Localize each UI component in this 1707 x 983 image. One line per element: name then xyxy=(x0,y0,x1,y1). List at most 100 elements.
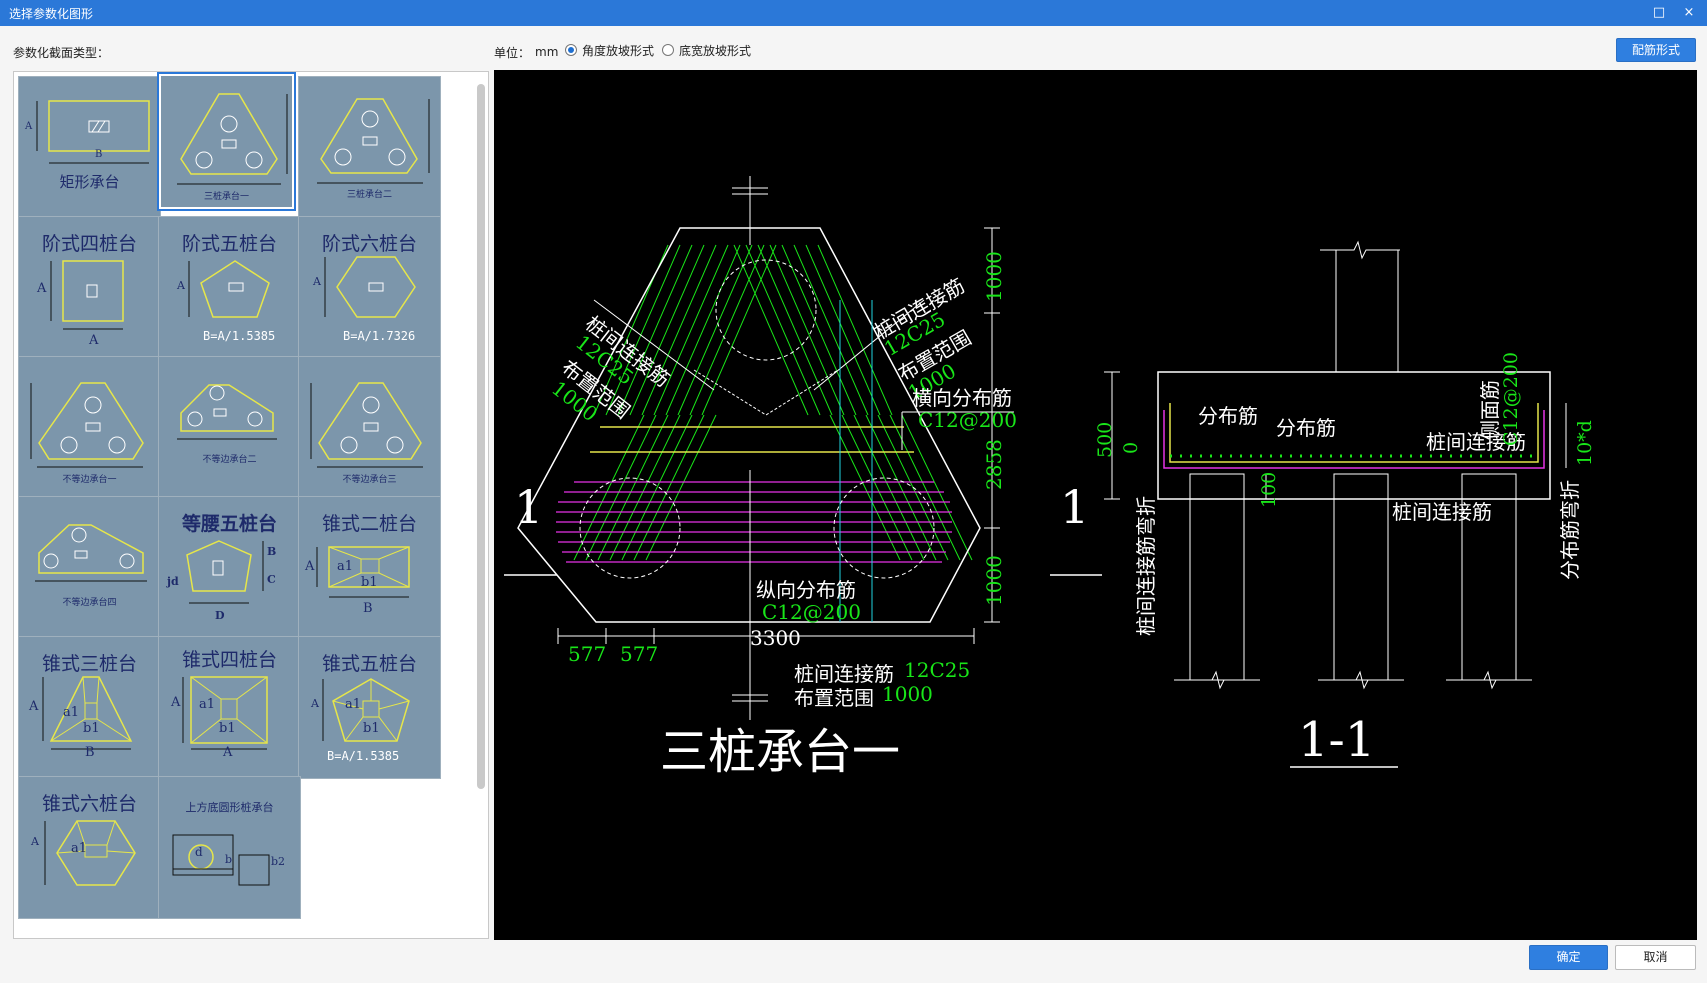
tile-dim-c: C xyxy=(267,573,276,586)
tile-round-pile-cap[interactable]: 上方底圆形桩承台 d b b2 xyxy=(158,776,301,919)
cone-six-pile-thumbnail xyxy=(44,820,136,886)
tile-dim-b: B xyxy=(85,745,95,760)
tile-name: 锥式五桩台 xyxy=(321,653,417,675)
bottom-link-label: 桩间连接筋 xyxy=(794,662,894,686)
tile-step-five-pile[interactable]: 阶式五桩台 A B=A/1.5385 xyxy=(158,216,301,359)
tile-cone-two-pile[interactable]: 锥式二桩台 A a1 b1 B xyxy=(298,496,441,639)
section-mark-left: 1 xyxy=(514,480,544,534)
tile-name: 上方底圆形桩承台 xyxy=(185,801,274,814)
tile-rect-cap[interactable]: A B 矩形承台 xyxy=(18,76,161,219)
tile-name: 三桩承台二 xyxy=(346,190,392,200)
dim-2858: 2858 xyxy=(982,439,1006,490)
tile-dim-b: B xyxy=(95,149,103,160)
tile-step-six-pile[interactable]: 阶式六桩台 A B=A/1.7326 xyxy=(298,216,441,359)
tile-name: 阶式六桩台 xyxy=(321,233,417,255)
section-dim-100: 100 xyxy=(1258,471,1280,508)
tile-dim-a1: a1 xyxy=(63,705,80,720)
section-bend-left: 桩间连接筋弯折 xyxy=(1134,496,1158,636)
preview-drawing xyxy=(504,176,1567,768)
tile-name: 不等边承台四 xyxy=(62,598,117,608)
tile-dim-b: b xyxy=(225,853,233,866)
dim-1000-top: 1000 xyxy=(982,251,1006,302)
close-icon[interactable]: × xyxy=(1683,5,1695,20)
tile-unequal-2[interactable]: 不等边承台二 xyxy=(158,356,301,499)
plan-title: 三桩承台一 xyxy=(660,724,901,780)
trans-dist-label: 横向分布筋 xyxy=(912,386,1012,410)
radio-angle-slope[interactable]: 角度放坡形式 xyxy=(565,42,654,58)
tile-dim-b1: b1 xyxy=(83,721,100,736)
unequal-1-thumbnail xyxy=(30,382,144,468)
tile-dim-a1: a1 xyxy=(199,697,216,712)
step-five-pile-thumbnail xyxy=(188,260,270,318)
trans-dist-spec: C12@200 xyxy=(918,408,1017,432)
dim-1000-bottom: 1000 xyxy=(982,555,1006,606)
tile-name: 三桩承台一 xyxy=(203,192,249,202)
tile-name: 阶式四桩台 xyxy=(41,233,137,255)
radio-width-label: 底宽放坡形式 xyxy=(679,43,752,58)
window-title: 选择参数化图形 xyxy=(9,7,94,21)
tile-dim-jd: jd xyxy=(167,575,179,588)
long-dist-spec: C12@200 xyxy=(762,600,861,624)
section-type-label: 参数化截面类型： xyxy=(13,46,110,60)
three-pile-2-thumbnail xyxy=(317,98,430,184)
tile-cone-five-pile[interactable]: 锥式五桩台 A a1 b1 B=A/1.5385 xyxy=(298,636,441,779)
cone-four-pile-thumbnail xyxy=(182,676,268,750)
tile-name: 锥式六桩台 xyxy=(41,793,137,815)
section-type-gallery: A B 矩形承台 三桩承台一 三桩承台二 xyxy=(13,71,489,939)
cancel-button[interactable]: 取消 xyxy=(1615,945,1696,970)
dim-3300: 3300 xyxy=(750,626,801,650)
tile-name: 矩形承台 xyxy=(59,173,120,191)
bottom-range-label: 布置范围 xyxy=(794,686,874,710)
tile-step-four-pile[interactable]: 阶式四桩台 A A xyxy=(18,216,161,359)
tile-dim-a: A xyxy=(29,699,39,714)
dim-577-b: 577 xyxy=(620,642,659,666)
section-dist-1: 分布筋 xyxy=(1198,404,1258,428)
tile-unequal-1[interactable]: 不等边承台一 xyxy=(18,356,161,499)
preview-canvas: 1 1 桩间连接筋 12C25 布置范围 1000 桩间连接筋 12C25 布置… xyxy=(494,70,1697,940)
tile-dim-b: B xyxy=(267,545,277,558)
tile-name: 不等边承台三 xyxy=(342,475,397,485)
tile-isosceles-five[interactable]: 等腰五桩台 B C jd D xyxy=(158,496,301,639)
cone-three-pile-thumbnail xyxy=(42,676,133,750)
tile-three-pile-cap-1[interactable]: 三桩承台一 xyxy=(157,72,296,211)
tile-name: 锥式三桩台 xyxy=(41,653,137,675)
cone-five-pile-thumbnail xyxy=(322,678,410,742)
ok-button[interactable]: 确定 xyxy=(1529,945,1608,970)
unequal-3-thumbnail xyxy=(310,382,423,468)
tile-dim-a: A xyxy=(171,695,181,710)
bottom-range-value: 1000 xyxy=(882,682,933,706)
tile-dim-b2: b2 xyxy=(271,855,286,868)
gallery-scrollbar[interactable] xyxy=(477,84,485,789)
tile-cone-three-pile[interactable]: 锥式三桩台 A a1 b1 B xyxy=(18,636,161,779)
step-six-pile-thumbnail xyxy=(324,256,416,318)
tile-dim-a1: a1 xyxy=(71,841,88,856)
radio-width-slope[interactable]: 底宽放坡形式 xyxy=(662,42,751,58)
tile-dim-a: A xyxy=(25,121,33,132)
section-bend-right-spec: 10*d xyxy=(1574,420,1596,466)
tile-dim-a: A xyxy=(313,275,321,288)
tile-dim-a1: a1 xyxy=(345,697,362,712)
unequal-4-thumbnail xyxy=(35,524,147,582)
tile-name: 不等边承台二 xyxy=(202,455,257,465)
section-dim-500: 500 xyxy=(1094,421,1116,458)
dim-577-a: 577 xyxy=(568,642,607,666)
title-bar: 选择参数化图形 □ × xyxy=(0,0,1707,26)
tile-dim-d: d xyxy=(195,845,203,859)
round-pile-cap-thumbnail xyxy=(172,834,270,886)
tile-name: 等腰五桩台 xyxy=(181,513,277,535)
tile-dim-b: B=A/1.7326 xyxy=(343,329,416,343)
tile-unequal-3[interactable]: 不等边承台三 xyxy=(298,356,441,499)
tile-dim-a: A xyxy=(305,559,315,574)
tile-three-pile-cap-2[interactable]: 三桩承台二 xyxy=(298,76,441,219)
tile-dim-a: A xyxy=(31,835,39,848)
section-mark-right: 1 xyxy=(1060,480,1090,534)
tile-cone-four-pile[interactable]: 锥式四桩台 A a1 b1 A xyxy=(158,636,301,779)
tile-dim-b: B=A/1.5385 xyxy=(327,749,400,763)
tile-unequal-4[interactable]: 不等边承台四 xyxy=(18,496,161,639)
tile-dim-b1: b1 xyxy=(363,721,380,736)
maximize-icon[interactable]: □ xyxy=(1652,5,1666,20)
tile-cone-six-pile[interactable]: 锥式六桩台 A a1 xyxy=(18,776,161,919)
rebar-form-button[interactable]: 配筋形式 xyxy=(1616,38,1696,62)
section-dist-2: 分布筋 xyxy=(1276,416,1336,440)
tile-dim-a1: a1 xyxy=(337,559,354,574)
